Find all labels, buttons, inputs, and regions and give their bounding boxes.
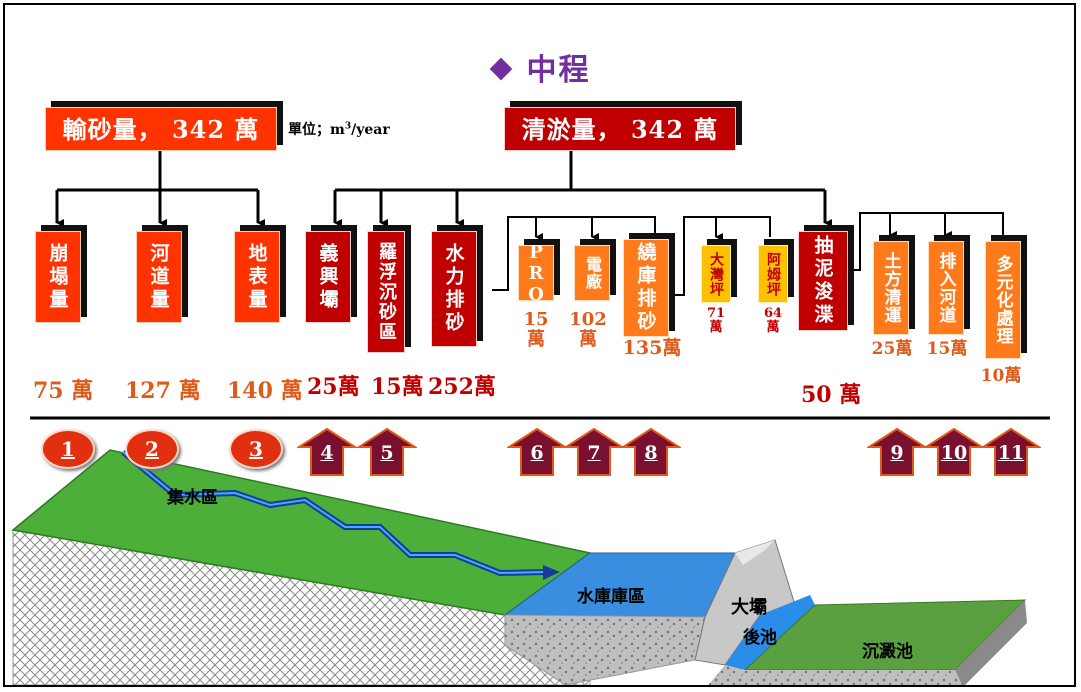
marker-6-num: 6 xyxy=(530,442,544,464)
disposal-box-diverse: 多元化處理 xyxy=(985,241,1021,359)
title-text: 中程 xyxy=(526,53,591,88)
marker-9-num: 9 xyxy=(890,442,904,464)
transport-box: 輸砂量， 342 萬 xyxy=(45,107,277,151)
dam-label: 大壩 xyxy=(731,597,767,618)
amu-value: 64 xyxy=(763,306,783,321)
marker-11: 11 xyxy=(979,427,1043,477)
marker-3: 3 xyxy=(229,429,283,469)
marker-8: 8 xyxy=(619,427,683,477)
up-arrow-icon xyxy=(865,427,929,476)
page-title: 中程 xyxy=(5,45,1074,89)
marker-5: 5 xyxy=(355,427,419,477)
hydro-amount: 252萬 xyxy=(428,374,496,400)
dredging-box: 抽泥浚渫 xyxy=(798,231,848,331)
dawan-value: 71 xyxy=(706,306,726,321)
removal-box-luofu: 羅浮沉砂區 xyxy=(367,231,405,353)
unit-prefix: 單位；m xyxy=(288,122,345,138)
surface-amount: 140 萬 xyxy=(227,378,303,404)
marker-11-num: 11 xyxy=(997,442,1025,464)
marker-10: 10 xyxy=(922,427,986,477)
dredging-amount: 50 萬 xyxy=(801,382,862,408)
marker-10-num: 10 xyxy=(940,442,968,464)
up-arrow-icon xyxy=(979,427,1043,476)
luofu-amount: 15萬 xyxy=(371,374,424,400)
marker-5-num: 5 xyxy=(380,442,394,464)
pro-value: 15 xyxy=(523,309,549,330)
source-box-collapse: 崩塌量 xyxy=(35,231,81,323)
afterbay-label: 後池 xyxy=(743,628,777,648)
disposal-diverse-amount: 10萬 xyxy=(980,366,1022,386)
source-box-surface: 地表量 xyxy=(234,231,280,323)
up-arrow-icon xyxy=(922,427,986,476)
hydro-sub-bypass: 繞庫排砂 xyxy=(623,239,669,337)
unit-label: 單位；m3/year xyxy=(288,119,390,139)
dawan-unit: 萬 xyxy=(709,320,723,336)
bypass-amount: 135萬 xyxy=(622,337,682,359)
unit-sup: 3 xyxy=(344,121,352,132)
plant-value: 102 xyxy=(569,309,607,330)
disposal-river-amount: 15萬 xyxy=(926,339,968,359)
marker-9: 9 xyxy=(865,427,929,477)
dredge-box: 清淤量， 342 萬 xyxy=(504,107,736,151)
pro-unit: 萬 xyxy=(527,328,545,350)
marker-8-num: 8 xyxy=(644,442,658,464)
marker-7-num: 7 xyxy=(587,442,601,464)
disposal-box-earth: 土方清運 xyxy=(873,241,909,335)
hydro-sub-pro: PRO xyxy=(518,242,554,305)
catchment-label: 集水區 xyxy=(167,488,218,508)
yixing-amount: 25萬 xyxy=(307,374,360,400)
source-box-channel: 河道量 xyxy=(136,231,182,323)
channel-amount: 127 萬 xyxy=(125,378,201,404)
marker-1: 1 xyxy=(41,429,95,469)
plant-unit: 萬 xyxy=(579,328,597,350)
landscape xyxy=(11,449,1027,685)
diagram-frame: 中程 輸砂量， 342 萬 單位；m3/year 清淤量， 342 萬 崩塌量 … xyxy=(3,3,1076,687)
up-arrow-icon xyxy=(505,427,569,476)
settling-pond-label: 沉澱池 xyxy=(862,642,913,662)
up-arrow-icon xyxy=(295,427,359,476)
removal-box-yixing: 義興壩 xyxy=(305,231,351,323)
amu-unit: 萬 xyxy=(766,320,780,336)
marker-4-num: 4 xyxy=(320,442,334,464)
up-arrow-icon xyxy=(355,427,419,476)
reservoir-label: 水庫庫區 xyxy=(577,587,645,607)
diamond-icon xyxy=(489,57,512,81)
hydro-sub-plant: 電廠 xyxy=(574,245,610,301)
unit-suffix: /year xyxy=(351,122,390,138)
bypass-sub-amu: 阿姆坪 xyxy=(758,245,788,303)
bypass-sub-dawan: 大灣坪 xyxy=(701,245,731,303)
connector-lines xyxy=(11,148,1050,685)
marker-2: 2 xyxy=(125,429,179,469)
marker-4: 4 xyxy=(295,427,359,477)
marker-6: 6 xyxy=(505,427,569,477)
marker-7: 7 xyxy=(562,427,626,477)
up-arrow-icon xyxy=(562,427,626,476)
removal-box-hydro: 水力排砂 xyxy=(431,231,477,347)
collapse-amount: 75 萬 xyxy=(33,378,94,404)
disposal-earth-amount: 25萬 xyxy=(871,339,913,359)
disposal-box-river: 排入河道 xyxy=(928,241,964,335)
up-arrow-icon xyxy=(619,427,683,476)
